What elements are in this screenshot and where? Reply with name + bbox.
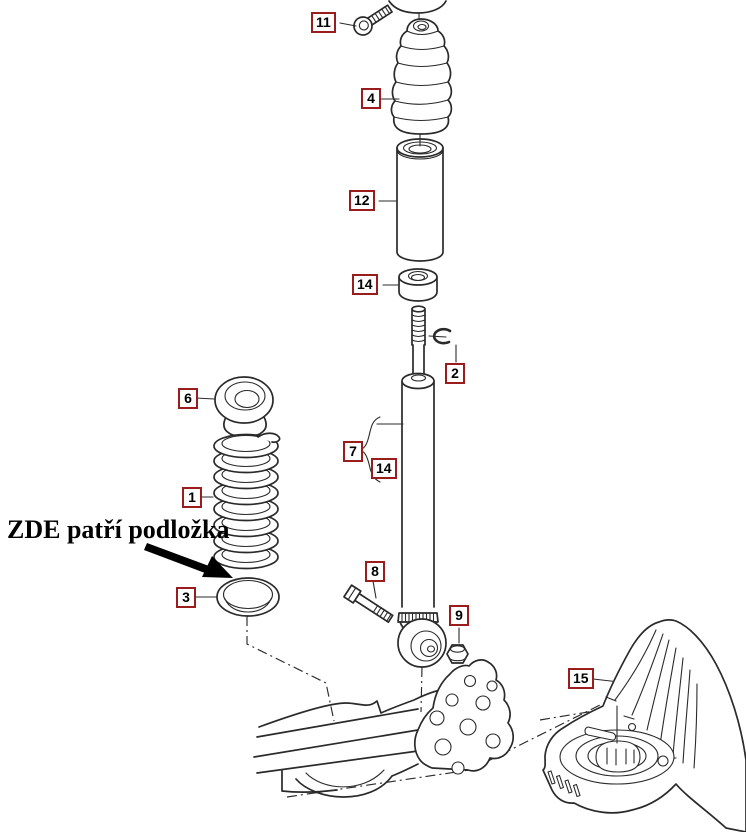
shock-absorber-body bbox=[397, 372, 447, 668]
wheel-housing-part15 bbox=[542, 619, 746, 832]
callout-11: 11 bbox=[311, 12, 336, 33]
leader-lines bbox=[192, 22, 629, 684]
lower-bolt-part8 bbox=[343, 584, 394, 623]
annotation-text: ZDE patří podložka bbox=[7, 515, 230, 544]
callout-4: 4 bbox=[361, 88, 381, 109]
upper-spring-seat-part6 bbox=[214, 376, 274, 438]
circlip-part2 bbox=[432, 327, 452, 345]
callout-1: 1 bbox=[182, 487, 202, 508]
callout-2: 2 bbox=[445, 363, 465, 384]
upper-mount-arc bbox=[388, 0, 447, 21]
callout-3: 3 bbox=[176, 587, 196, 608]
coil-spring-part1 bbox=[213, 432, 281, 570]
nut-part9 bbox=[446, 644, 469, 664]
callout-7: 7 bbox=[343, 441, 363, 462]
protective-tube-part12 bbox=[396, 138, 444, 262]
callout-14: 14 bbox=[352, 274, 378, 295]
callout-8: 8 bbox=[365, 561, 385, 582]
callout-12: 12 bbox=[349, 190, 375, 211]
callout-14: 14 bbox=[371, 458, 397, 479]
bump-stop-part4 bbox=[390, 18, 453, 147]
callout-6: 6 bbox=[178, 388, 198, 409]
annotation-arrow bbox=[144, 543, 233, 578]
axle-mounting-plate bbox=[414, 659, 514, 775]
callout-9: 9 bbox=[449, 605, 469, 626]
upper-bolt-part11 bbox=[353, 4, 393, 36]
bushing-part14 bbox=[398, 268, 438, 302]
lower-spring-washer-part3 bbox=[216, 577, 280, 617]
piston-rod bbox=[411, 305, 426, 377]
callout-15: 15 bbox=[568, 668, 594, 689]
